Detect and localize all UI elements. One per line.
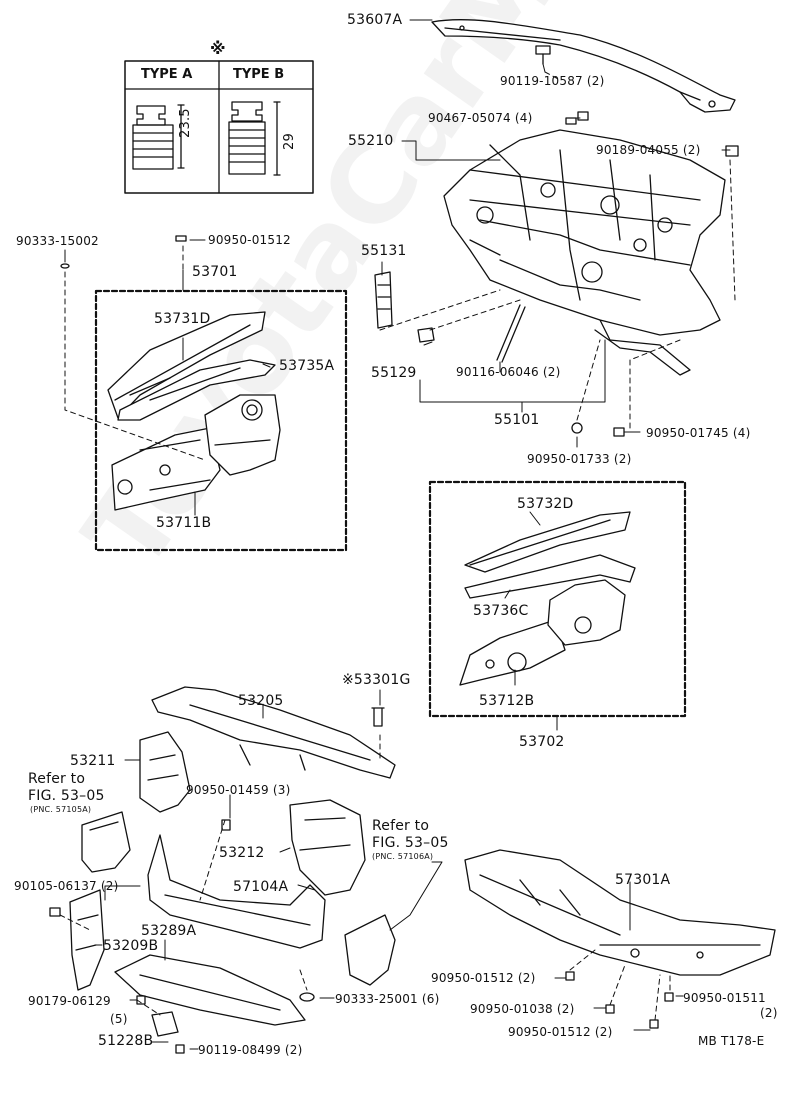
part-53712B — [459, 579, 626, 686]
label-90119-10587: 90119-10587 (2) — [500, 74, 605, 88]
label-53735A: 53735A — [279, 358, 335, 374]
refer2-line2: FIG. 53–05 — [372, 835, 449, 851]
label-53732D: 53732D — [517, 496, 574, 512]
part-57301A-side-member — [464, 849, 776, 976]
part-55129-plug — [417, 327, 435, 343]
part-53735A — [117, 359, 276, 421]
label-57104A: 57104A — [233, 879, 289, 895]
assembly-dashed-lines — [59, 71, 736, 1021]
part-55131-pad — [374, 271, 393, 329]
type-b-dimension: 29 — [282, 133, 297, 150]
label-90467-05074: 90467-05074 (4) — [428, 111, 533, 125]
refer1-line2: FIG. 53–05 — [28, 788, 105, 804]
fasteners — [49, 235, 674, 1054]
ref-plate-57106A — [344, 914, 396, 986]
bolt-53301G — [371, 707, 385, 727]
stud-90116-06046 — [496, 304, 526, 363]
part-51228B — [151, 1011, 179, 1037]
label-53211: 53211 — [70, 753, 116, 769]
part-53205-upper-support — [151, 686, 396, 779]
label-53731D: 53731D — [154, 311, 211, 327]
refer1-line3: (PNC. 57105A) — [30, 805, 92, 814]
type-a-clip-icon — [132, 104, 185, 170]
label-55210: 55210 — [348, 133, 394, 149]
label-90950-01745: 90950-01745 (4) — [646, 426, 751, 440]
group-53702-box — [428, 480, 687, 718]
label-90950-01038: 90950-01038 (2) — [470, 1002, 575, 1016]
label-53736C: 53736C — [473, 603, 529, 619]
label-51228B: 51228B — [98, 1033, 154, 1049]
label-90189-04055: 90189-04055 (2) — [596, 143, 701, 157]
part-53607A-brace — [431, 19, 736, 113]
refer2-line3: (PNC. 57106A) — [372, 852, 434, 861]
clip-90189-04055 — [725, 145, 739, 157]
refer2-line1: Refer to — [372, 818, 430, 834]
part-53211-side-support — [139, 731, 191, 813]
refer1-line1: Refer to — [28, 771, 86, 787]
part-53736C — [464, 554, 636, 599]
label-90950-01511: 90950-01511 — [683, 991, 766, 1005]
part-53212 — [289, 799, 366, 896]
label-90119-08499: 90119-08499 (2) — [198, 1043, 303, 1057]
type-table — [124, 60, 314, 194]
label-53711B: 53711B — [156, 515, 212, 531]
bolt-90119-10587 — [535, 45, 551, 65]
label-90116-06046: 90116-06046 (2) — [456, 365, 561, 379]
label-55131: 55131 — [361, 243, 407, 259]
leader-lines — [64, 19, 731, 1050]
label-55101: 55101 — [494, 412, 540, 428]
part-53289A-cover — [114, 954, 306, 1026]
label-57301A: 57301A — [615, 872, 671, 888]
type-b-clip-icon — [228, 101, 281, 176]
label-53701: 53701 — [192, 264, 238, 280]
label-53205: 53205 — [238, 693, 284, 709]
type-a-header: TYPE A — [141, 67, 193, 82]
label-55129: 55129 — [371, 365, 417, 381]
label-90333-15002: 90333-15002 — [16, 234, 99, 248]
label-90950-01512-b2: 90950-01512 (2) — [508, 1025, 613, 1039]
group-53701-box — [94, 289, 348, 552]
label-53712B: 53712B — [479, 693, 535, 709]
label-90950-01512-top: 90950-01512 — [208, 233, 291, 247]
part-55210-dash-panel — [443, 129, 726, 376]
label-90333-25001: 90333-25001 (6) — [335, 992, 440, 1006]
label-90105-06137: 90105-06137 (2) — [14, 879, 119, 893]
label-53607A: 53607A — [347, 12, 403, 28]
label-90950-01511-qty: (2) — [760, 1006, 778, 1020]
part-53732D — [464, 511, 631, 573]
type-b-header: TYPE B — [233, 67, 285, 82]
label-90179-06129: 90179-06129 — [28, 994, 111, 1008]
label-53301G: ※53301G — [342, 672, 411, 688]
type-table-mark: ※ — [210, 39, 226, 58]
label-90950-01459: 90950-01459 (3) — [186, 783, 291, 797]
part-53209B — [69, 889, 105, 991]
label-53702: 53702 — [519, 734, 565, 750]
type-a-dimension: 23.5 — [178, 108, 193, 138]
part-57104A-lower-support — [147, 834, 326, 949]
label-90179-06129-qty: (5) — [110, 1012, 128, 1026]
part-53711B — [111, 394, 281, 511]
label-53289A: 53289A — [141, 923, 197, 939]
label-53212: 53212 — [219, 845, 265, 861]
label-53209B: 53209B — [103, 938, 159, 954]
label-90950-01512-b1: 90950-01512 (2) — [431, 971, 536, 985]
ref-plate-57105A — [81, 811, 131, 873]
diagram-code: MB T178-E — [698, 1034, 765, 1048]
label-90950-01733: 90950-01733 (2) — [527, 452, 632, 466]
